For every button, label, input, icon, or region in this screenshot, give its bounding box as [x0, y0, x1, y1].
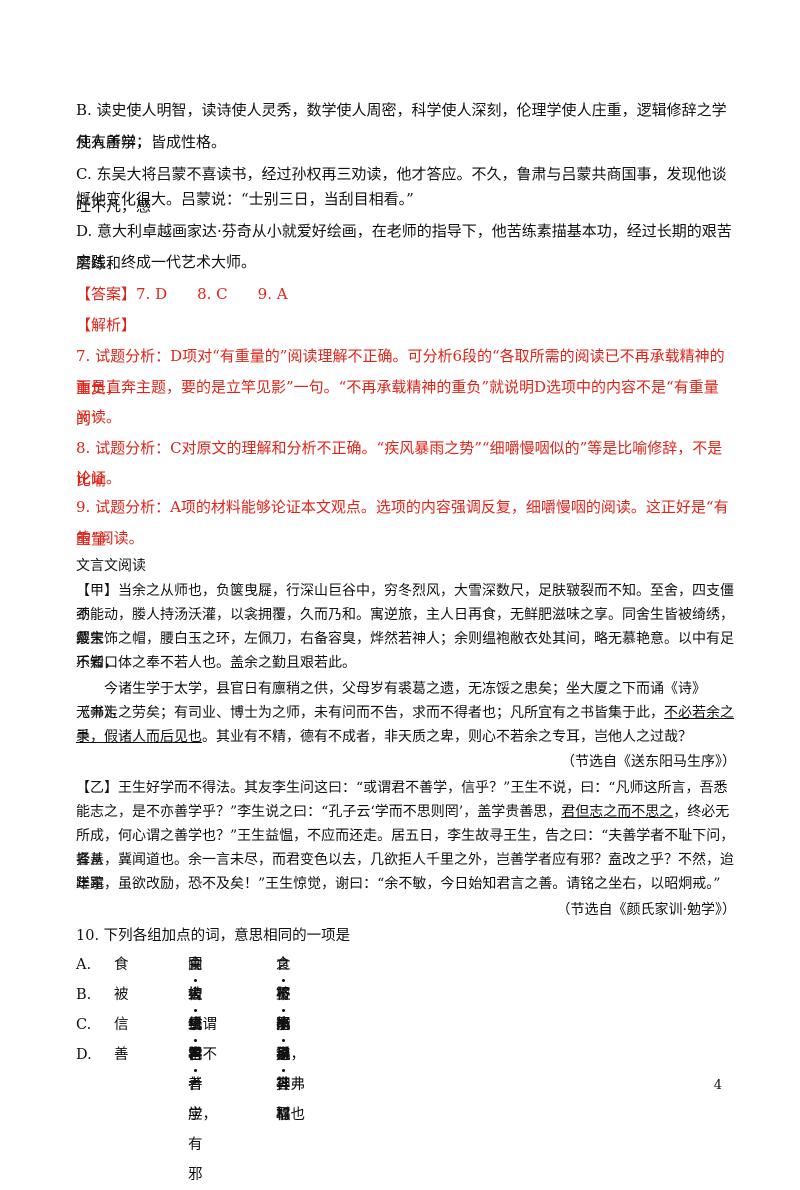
- passage-yi-line: 所成，何心谓之善学也？”王生益愠，不应而还走。居五日，李生故寻王生，告之曰：“夫…: [76, 828, 735, 868]
- option-word: 被: [114, 987, 129, 1003]
- dotted-char: 被: [276, 980, 291, 1012]
- option-letter: A.: [76, 957, 92, 973]
- question-10-stem: 10. 下列各组加点的词，意思相同的一项是: [76, 928, 351, 944]
- question-10-option-b[interactable]: B. 被 舍生皆被绮绣 将军身被坚执锐: [76, 980, 716, 1063]
- dotted-char: 食: [276, 950, 291, 982]
- passage-jia-line: 今诸生学于太学，县官日有廪稍之供，父母岁有裘葛之遗，无冻馁之患矣；坐大厦之下而诵…: [76, 681, 706, 721]
- option-d-line2: 实践，终成一代艺术大师。: [76, 253, 257, 271]
- option-d-line1: D. 意大利卓越画家达·芬奇从小就爱好绘画，在老师的指导下，他苦练素描基本功，经…: [76, 222, 732, 272]
- passage-text: 无奔走之劳矣；有司业、博士为之师，未有问而不告，求而不得者也；凡所宜有之书皆集于…: [76, 705, 664, 721]
- underlined-sentence: 录，假诸人而后见也: [76, 729, 202, 745]
- dotted-char: 食: [188, 950, 203, 982]
- option-word: 信: [114, 1017, 129, 1033]
- passage-yi-line: 【乙】王生好学而不得法。其友李生问这曰：“或谓君不善学，信乎？”王生不说，曰：“…: [76, 780, 728, 796]
- option-word: 食: [114, 957, 129, 973]
- option-c-line2: 慨他变化很大。吕蒙说：“士别三日，当刮目相看。”: [76, 190, 414, 208]
- passage-jia-line: 无奔走之劳矣；有司业、博士为之师，未有问而不告，求而不得者也；凡所宜有之书皆集于…: [76, 701, 736, 749]
- passage-yi-line: 者从，冀闻道也。余一言未尽，而君变色以去，几欲拒人千里之外，岂善学者应有邪？盍改…: [76, 852, 734, 892]
- underlined-sentence: 君但志之而不思之: [561, 804, 674, 820]
- section-title: 文言文阅读: [76, 558, 146, 574]
- passage-jia-line: 【甲】当余之从师也，负箧曳屣，行深山巨谷中，穷冬烈风，大雪深数尺，足肤皲裂而不知…: [76, 583, 734, 623]
- question-10-option-c[interactable]: C. 信 或谓君不善学，信乎 小信未孚，神弗福也: [76, 1010, 716, 1123]
- option-letter: C.: [76, 1017, 92, 1033]
- passage-jia-line: 缨宝饰之帽，腰白玉之环，左佩刀，右备容臭，烨然若神人；余则缊袍敝衣处其间，略无慕…: [76, 631, 734, 671]
- analysis-q7-line1: 7. 试题分析：D项对“有重量的”阅读理解不正确。可分析6段的“各取所需的阅读已…: [76, 347, 725, 397]
- analysis-q7-line2: 而是直奔主题，要的是立竿见影”一句。“不再承载精神的重负”就说明D选项中的内容不…: [76, 378, 719, 428]
- passage-text: ，终必无: [673, 804, 730, 820]
- option-letter: D.: [76, 1047, 92, 1063]
- passage-text: 能志之，是不亦善学乎？”李生说之曰：“孔子云‘学而不思则罔’，盖学贵善思，: [76, 804, 562, 820]
- analysis-q9-line1: 9. 试题分析：A项的材料能够论证本文观点。选项的内容强调反复，细嚼慢咽的阅读。…: [76, 498, 729, 548]
- dotted-char: 信: [188, 1010, 203, 1042]
- option-b-line1: B. 读史使人明智，读诗使人灵秀，数学使人周密，科学使人深刻，伦理学使人庄重，逻…: [76, 101, 727, 151]
- analysis-q8-line2: 论证。: [76, 469, 122, 487]
- option-b-line2: 凡有所学，皆成性格。: [76, 133, 227, 151]
- analysis-q8-line1: 8. 试题分析：C对原文的理解和分析不正确。“疾风暴雨之势”“细嚼慢咽似的”等是…: [76, 439, 723, 489]
- option-letter: B.: [76, 987, 92, 1003]
- dotted-char: 被: [188, 980, 203, 1012]
- dotted-char: 信: [276, 1010, 291, 1042]
- passage-yi-line: 蹉跎，虽欲改励，恐不及矣！”王生惊觉，谢曰：“余不敏，今日始知君言之善。请铭之坐…: [76, 876, 721, 892]
- analysis-q7-line3: 阅读。: [76, 408, 122, 426]
- passage-jia-line: 不能动，媵人持汤沃灌，以衾拥覆，久而乃和。寓逆旅，主人日再食，无鲜肥滋味之享。同…: [76, 607, 734, 647]
- passage-jia-line: 录，假诸人而后见也。其业有不精，德有不成者，非天质之卑，则心不若余之专耳，岂他人…: [76, 725, 736, 749]
- dotted-char: 善: [276, 1040, 291, 1072]
- source-note-jia: （节选自《送东阳马生序》）: [561, 754, 736, 770]
- option-word: 善: [114, 1047, 129, 1063]
- dotted-char: 善: [188, 1040, 203, 1072]
- passage-text: 。其业有不精，德有不成者，非天质之卑，则心不若余之专耳，岂他人之过哉？: [202, 729, 692, 745]
- analysis-q9-line2: 的”阅读。: [76, 529, 144, 547]
- source-note-yi: （节选自《颜氏家训·勉学》）: [556, 902, 736, 918]
- question-10-option-d[interactable]: D. 善 岂善学者应有邪 以容取善道: [76, 1040, 716, 1183]
- page-number: 4: [713, 1078, 722, 1093]
- document-page: B. 读史使人明智，读诗使人灵秀，数学使人周密，科学使人深刻，伦理学使人庄重，逻…: [76, 101, 736, 1183]
- underlined-sentence: 不必若余之手: [76, 705, 734, 745]
- analysis-label: 【解析】: [76, 316, 137, 334]
- answer-line: 【答案】7. D 8. C 9. A: [76, 285, 288, 303]
- question-10-option-a[interactable]: A. 食 主人日再食同 食之不能尽其材: [76, 950, 716, 1123]
- option-c-line1: C. 东吴大将吕蒙不喜读书，经过孙权再三劝读，他才答应。不久，鲁肃与吕蒙共商国事…: [76, 165, 727, 215]
- passage-jia-line: 不知口体之奉不若人也。盖余之勤且艰若此。: [76, 655, 356, 671]
- passage-yi-line: 能志之，是不亦善学乎？”李生说之曰：“孔子云‘学而不思则罔’，盖学贵善思，君但志…: [76, 800, 736, 824]
